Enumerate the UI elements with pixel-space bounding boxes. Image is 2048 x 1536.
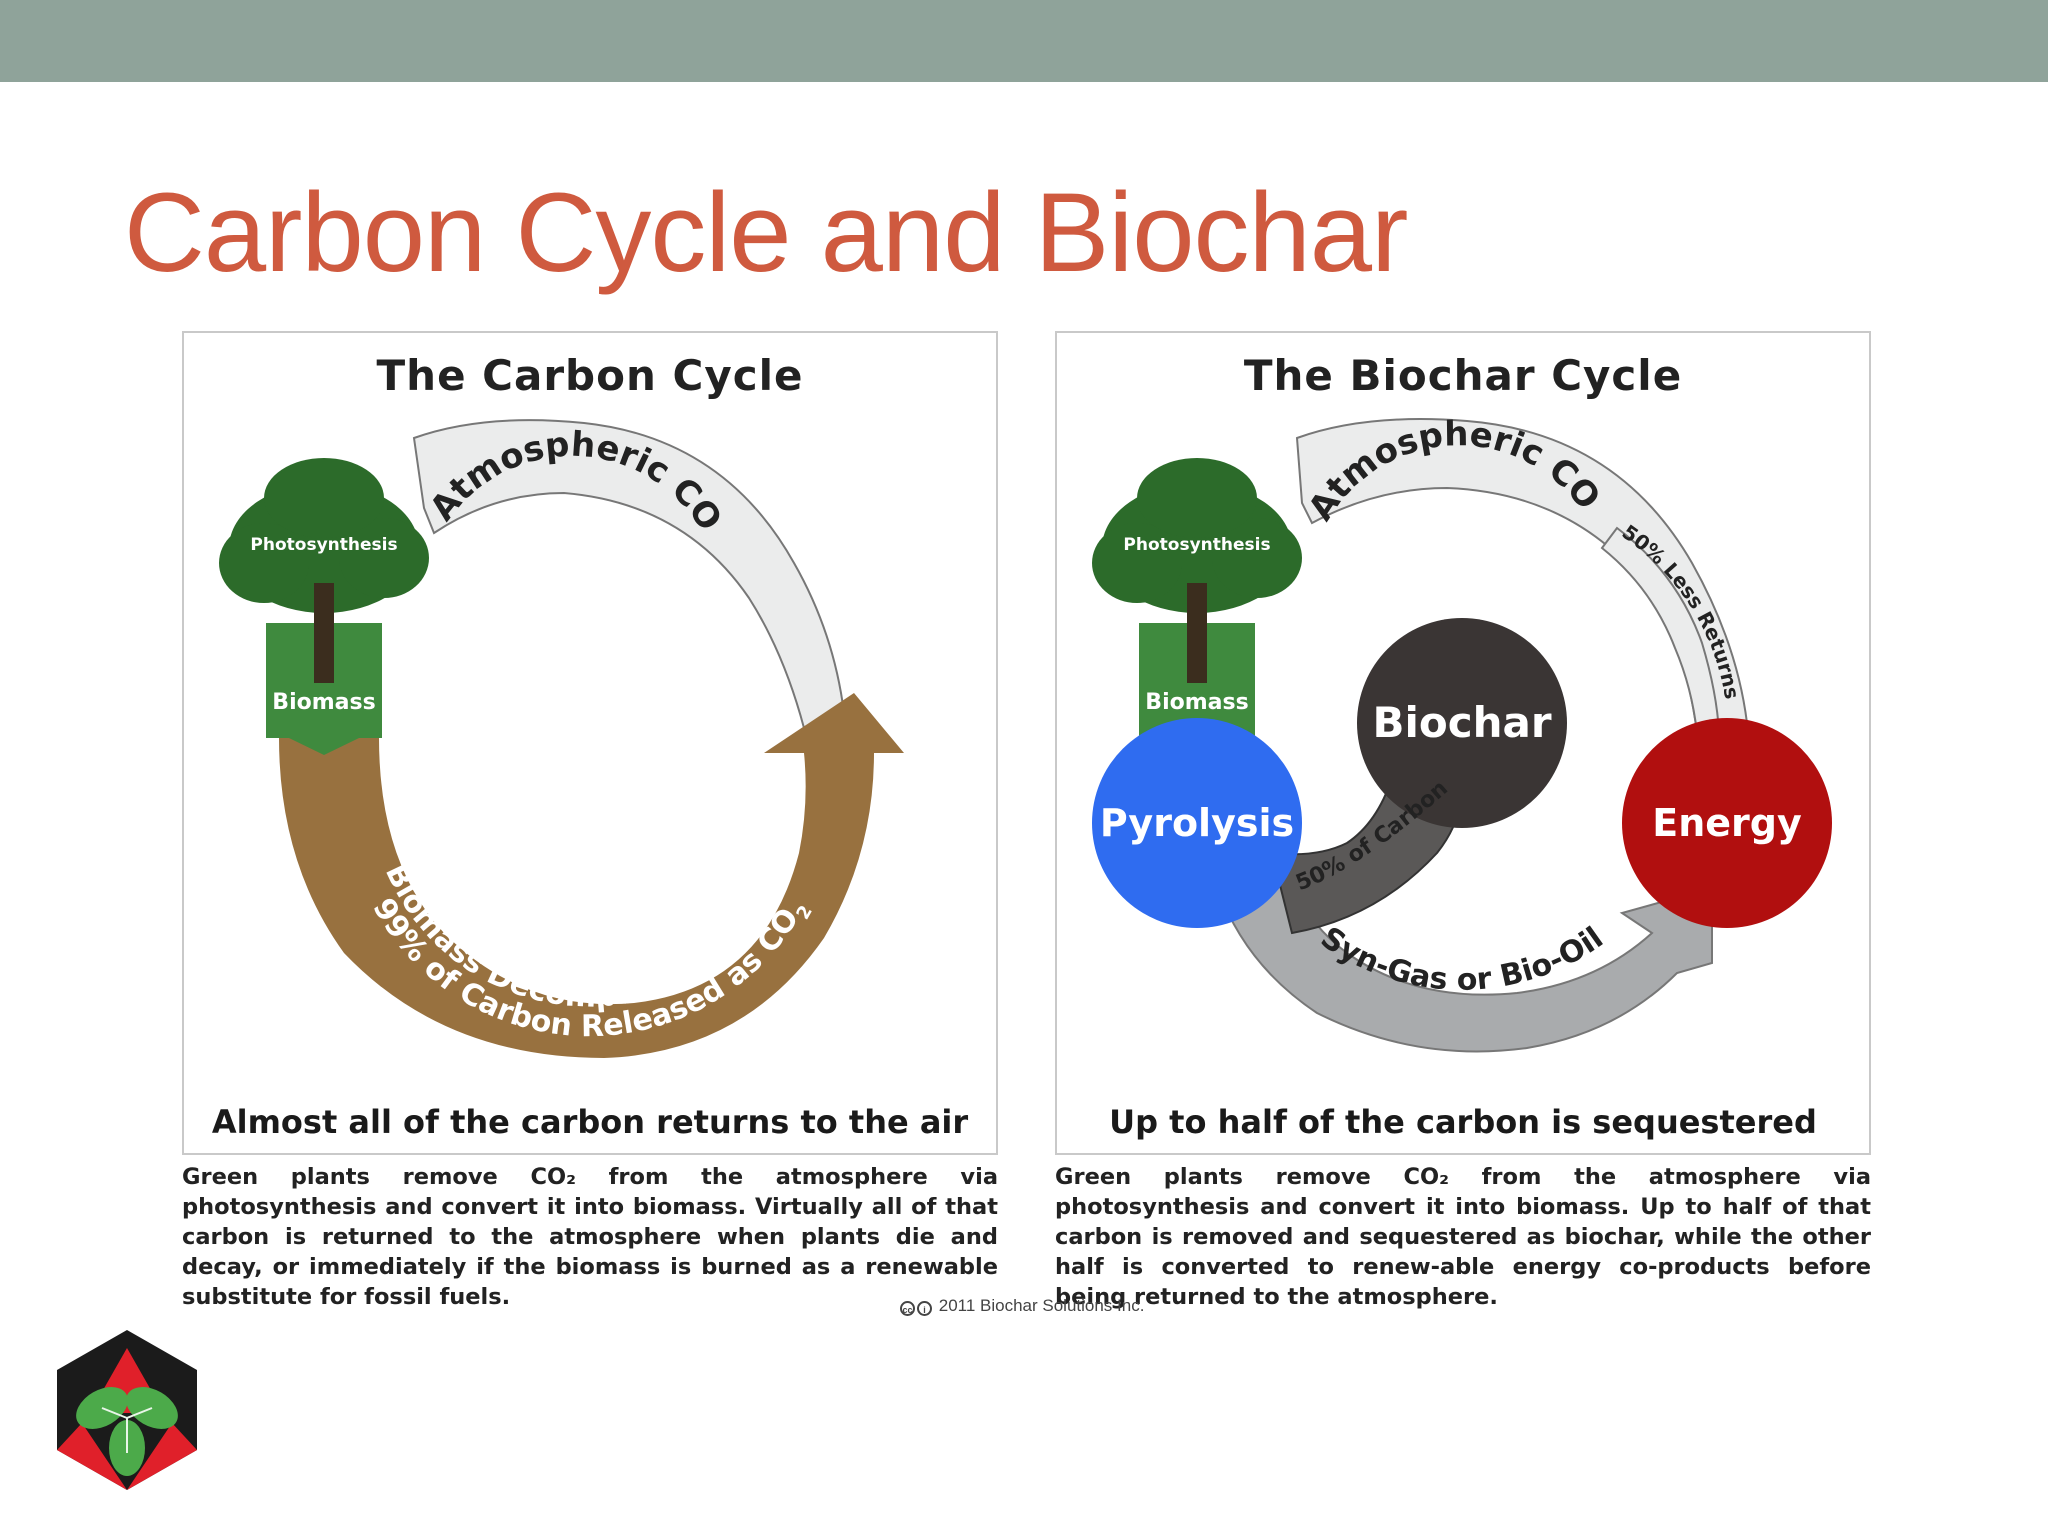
biochar-circle <box>1357 618 1567 828</box>
energy-label: Energy <box>1652 801 1802 845</box>
cc-icon: cc <box>900 1301 915 1316</box>
copyright-text: 2011 Biochar Solutions Inc. <box>938 1296 1145 1315</box>
tree-icon <box>1092 458 1302 673</box>
biochar-label: Biochar <box>1372 698 1551 747</box>
carbon-cycle-title: The Carbon Cycle <box>376 351 804 400</box>
decompose-arrow <box>279 693 904 1058</box>
biomass-block <box>1139 623 1255 755</box>
carbon-cycle-caption: Almost all of the carbon returns to the … <box>211 1103 969 1141</box>
biochar-cycle-title: The Biochar Cycle <box>1243 351 1683 400</box>
biomass-label: Biomass <box>1145 690 1248 715</box>
syngas-arrow <box>1205 831 1713 1053</box>
top-band <box>0 0 2048 82</box>
carbon-cycle-description: Green plants remove CO₂ from the atmosph… <box>182 1164 998 1310</box>
carbon-cycle-diagram: Photosynthesis Biomass Atmospheric CO2 B… <box>184 333 904 1058</box>
pyrolysis-circle <box>1092 718 1302 928</box>
by-icon: i <box>917 1301 932 1316</box>
biomass-block <box>266 623 382 755</box>
photosynthesis-label: Photosynthesis <box>1123 535 1270 555</box>
photosynthesis-label: Photosynthesis <box>250 535 397 555</box>
triple-leaf-hexagon-logo <box>57 1330 197 1490</box>
carbon-cycle-panel: Photosynthesis Biomass Atmospheric CO2 B… <box>182 331 998 1155</box>
pyrolysis-label: Pyrolysis <box>1100 801 1294 845</box>
energy-circle <box>1622 718 1832 928</box>
biochar-cycle-caption: Up to half of the carbon is sequestered <box>1109 1103 1817 1141</box>
biomass-label: Biomass <box>272 690 375 715</box>
slide-title: Carbon Cycle and Biochar <box>124 170 1408 295</box>
biochar-cycle-panel: Photosynthesis Biomass Pyrolysis Biochar… <box>1055 331 1871 1155</box>
biochar-cycle-description: Green plants remove CO₂ from the atmosph… <box>1055 1164 1871 1310</box>
biochar-cycle-diagram: Photosynthesis Biomass Pyrolysis Biochar… <box>1057 333 1832 1053</box>
